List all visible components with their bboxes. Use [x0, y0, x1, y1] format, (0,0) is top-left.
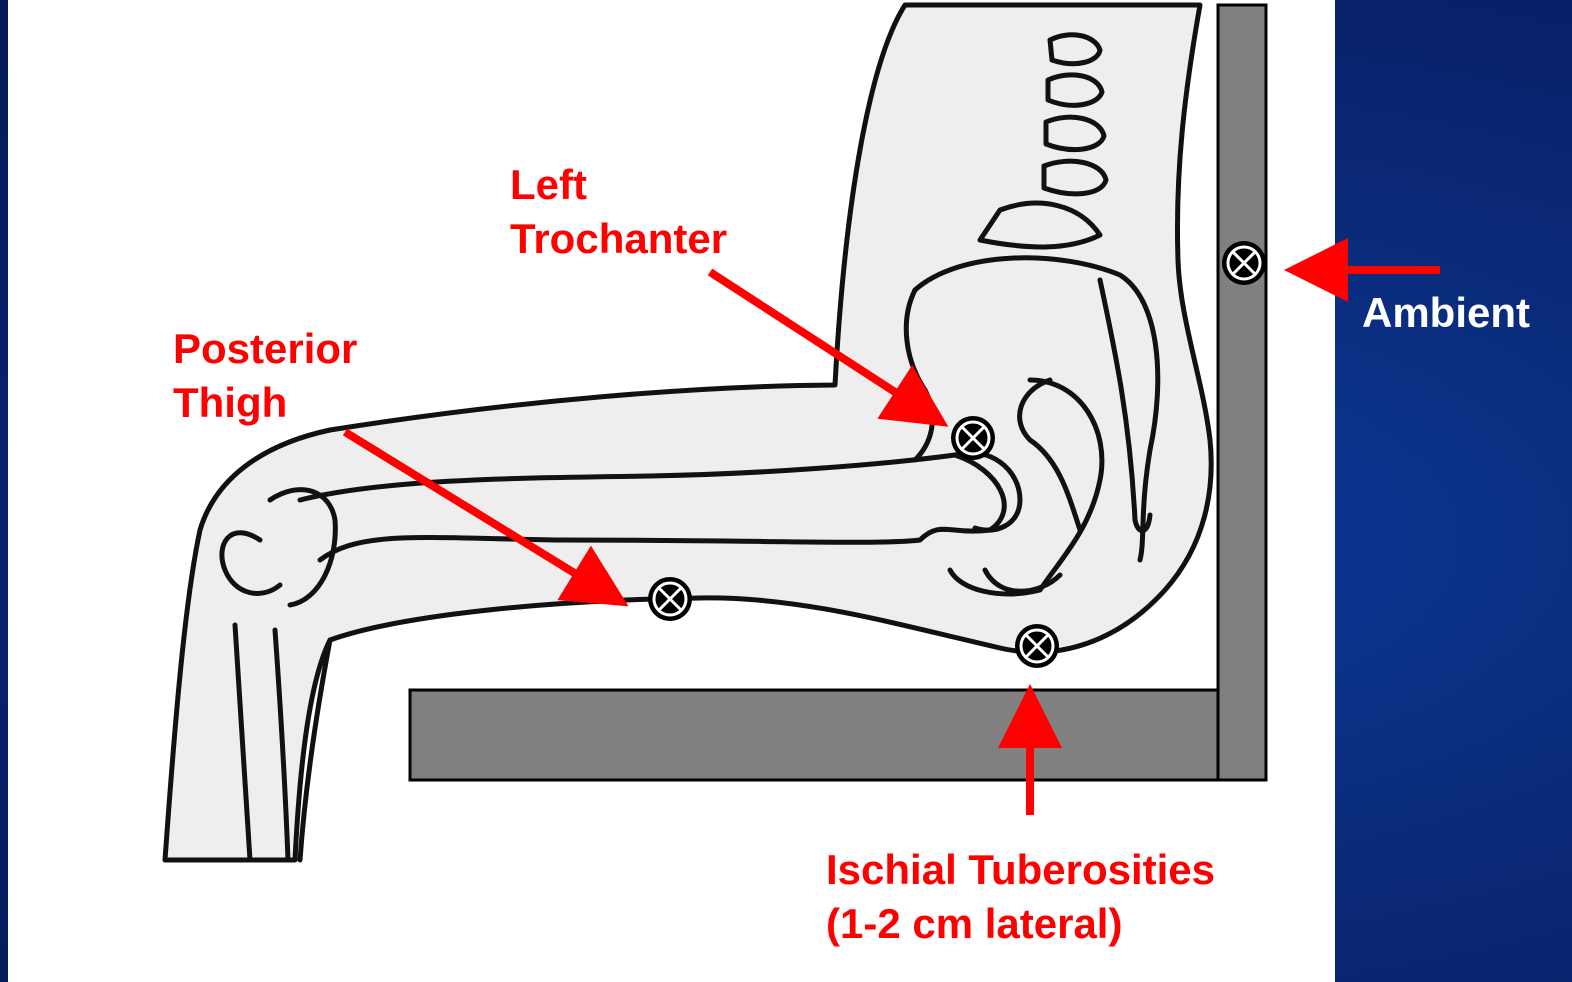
left-trochanter-label: Left Trochanter	[510, 158, 727, 266]
posterior-thigh-label: Posterior Thigh	[173, 322, 357, 430]
posterior-thigh-sensor-icon	[648, 577, 692, 621]
ischial-tuberosities-label-line1: Ischial Tuberosities	[826, 843, 1215, 897]
posterior-thigh-label-line1: Posterior	[173, 322, 357, 376]
posterior-thigh-label-line2: Thigh	[173, 376, 357, 430]
ambient-sensor-icon	[1222, 241, 1266, 285]
ischial-tuberosities-label: Ischial Tuberosities (1-2 cm lateral)	[826, 843, 1215, 951]
left-trochanter-sensor-icon	[951, 416, 995, 460]
left-trochanter-label-line1: Left	[510, 158, 727, 212]
ambient-label-text: Ambient	[1362, 286, 1530, 340]
ambient-label: Ambient	[1362, 286, 1530, 340]
ischial-tuberosities-label-line2: (1-2 cm lateral)	[826, 897, 1215, 951]
left-trochanter-label-line2: Trochanter	[510, 212, 727, 266]
chair-seat	[410, 690, 1266, 780]
ischial-tuberosities-sensor-icon	[1015, 624, 1059, 668]
chair-backrest	[1218, 5, 1266, 780]
